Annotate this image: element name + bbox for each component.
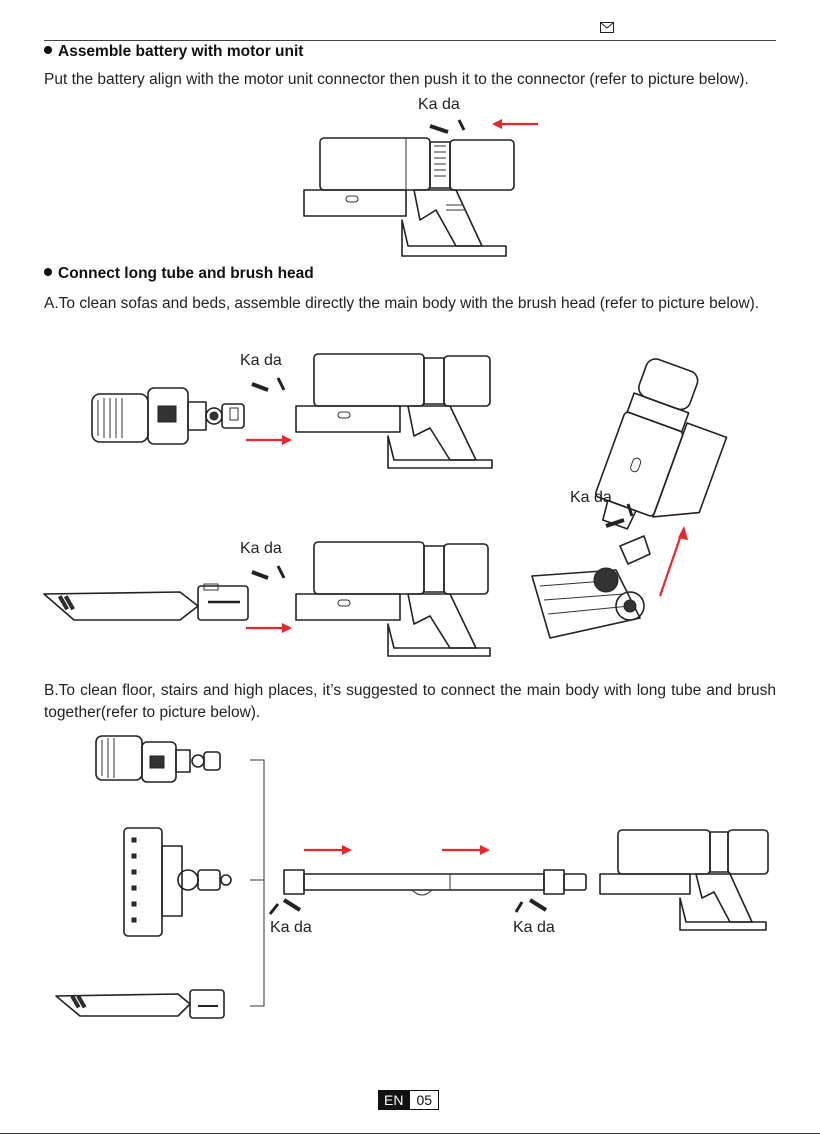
figure-brush-head-assembly [91,353,493,469]
figure-crevice-tool-assembly [43,541,491,657]
arrow-icon [246,623,292,633]
click-sound-label: Ka da [513,919,555,936]
section-title-text: Assemble battery with motor unit [58,43,304,60]
language-tag: EN [378,1090,410,1110]
arrow-icon [492,119,538,129]
click-sound-label: Ka da [240,540,282,557]
figure-battery-assembly [303,119,538,257]
section-text-b: B.To clean floor, stairs and high places… [44,682,776,721]
envelope-icon [600,20,614,38]
section-title-battery: Assemble battery with motor unit [44,43,303,61]
page-number-badge: EN 05 [378,1090,440,1110]
bullet-dot [44,45,52,54]
click-sound-label: Ka da [570,489,612,506]
section-title-tube: Connect long tube and brush head [44,265,314,283]
figure-long-tube-assembly [55,735,769,1019]
arrow-icon [658,526,688,597]
arrow-icon [246,435,292,445]
arrow-icon [304,845,352,855]
arrow-icon [442,845,490,855]
header-rule [44,40,776,41]
bullet-dot [44,267,52,276]
footer-rule [0,1133,820,1134]
figure-angled-assembly [531,358,728,639]
section-title-text: Connect long tube and brush head [58,265,314,282]
section-text-a: A.To clean sofas and beds, assemble dire… [44,295,760,312]
section-text-battery: Put the battery align with the motor uni… [44,71,749,88]
click-sound-label: Ka da [270,919,312,936]
click-sound-label: Ka da [240,352,282,369]
page-number: 05 [409,1090,440,1110]
click-sound-label: Ka da [418,96,460,113]
